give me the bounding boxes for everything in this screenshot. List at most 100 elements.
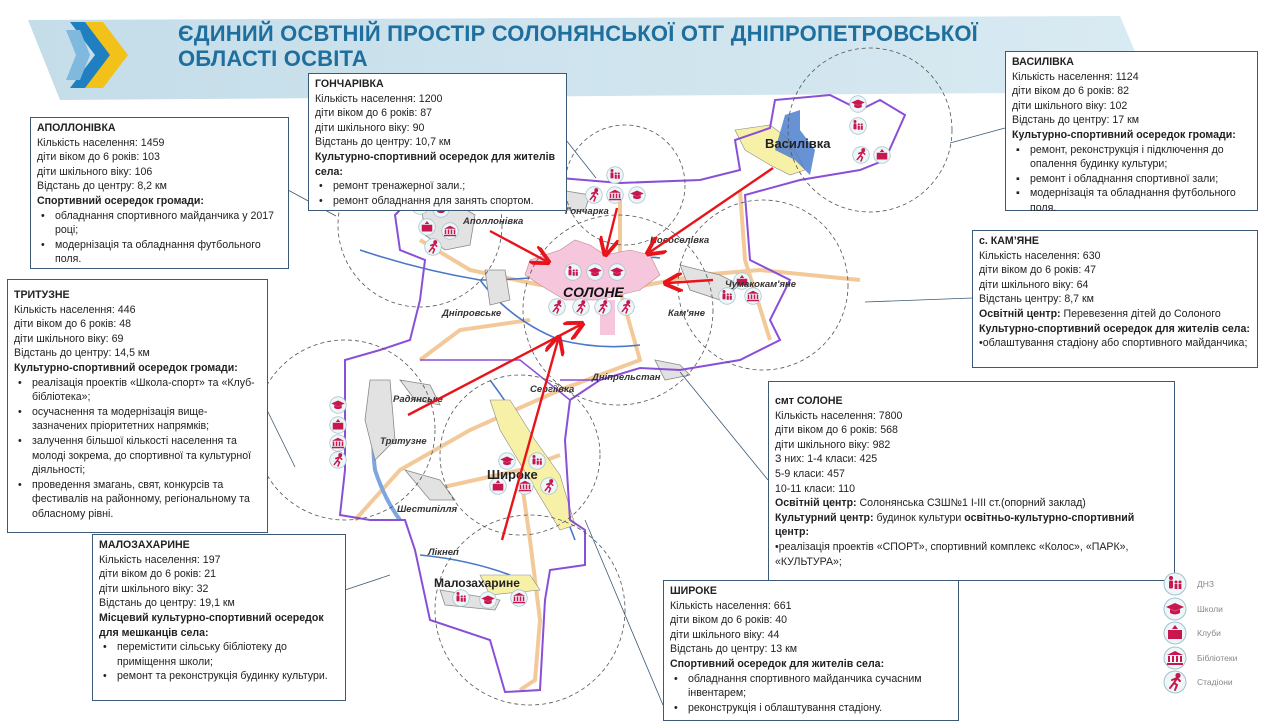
text: Відстань центру: 8,7 км <box>979 293 1094 306</box>
bold-label: смт СОЛОНЕ <box>775 395 843 407</box>
info-line: Кількість населення: 1124 <box>1012 70 1251 85</box>
kindergarten-icon <box>1163 572 1187 596</box>
text: 10-11 класи: 110 <box>775 482 856 495</box>
text: ремонт і обладнання спортивної зали; <box>1030 172 1219 185</box>
place-labels: Аполлонівка Гончарка Василівка Новоселів… <box>380 136 831 590</box>
bullet-item: осучаснення та модернізація вище-зазначе… <box>14 405 261 434</box>
settlement-areas <box>364 189 741 611</box>
bold-label: ТРИТУЗНЕ <box>14 289 70 301</box>
text: осучаснення та модернізація вище-зазначе… <box>32 405 210 433</box>
legend-label: Стадіони <box>1197 677 1233 688</box>
info-line: діти віком до 6 років: 40 <box>670 613 952 628</box>
info-line: діти віком до 6 років: 87 <box>315 106 560 121</box>
info-line: діти шкільного віку: 69 <box>14 332 261 347</box>
text: ремонт та реконструкція будинку культури… <box>117 670 328 683</box>
map-label-honcharka: Гончарка <box>565 206 609 217</box>
bold-label: МАЛОЗАХАРИНЕ <box>99 539 190 551</box>
bullet-item: обладнання спортивного майданчика у 2017… <box>37 209 282 238</box>
bullet-item: реконструкція і облаштування стадіону. <box>670 701 952 716</box>
info-line: Кількість населення: 1459 <box>37 136 282 151</box>
info-line: Відстань до центру: 19,1 км <box>99 596 339 611</box>
map-label-vasylivka: Василівка <box>765 136 831 151</box>
text: діти шкільного віку: 90 <box>315 121 425 134</box>
info-line: •облаштування стадіону або спортивного м… <box>979 336 1251 351</box>
logo-chevron-icon <box>66 22 128 88</box>
bold-label: Культурно-спортивний осередок для жителі… <box>315 150 556 178</box>
text: діти шкільного віку: 64 <box>979 278 1089 291</box>
text: ремонт обладнання для занять спортом. <box>333 194 534 207</box>
text: діти шкільного віку: 106 <box>37 165 153 178</box>
info-box-title: с. КАМ’ЯНЕ <box>979 234 1251 249</box>
bold-label: с. КАМ’ЯНЕ <box>979 235 1039 247</box>
bullet-item: ремонт, реконструкція і підключення до о… <box>1012 143 1251 172</box>
info-line: Культурно-спортивний осередок для жителі… <box>315 150 560 179</box>
text: Відстань до центру: 17 км <box>1012 114 1139 127</box>
bold-label: освітньо-культурно-спортивний центр: <box>775 511 1135 539</box>
map-label-novoselivka: Новоселівка <box>650 235 709 246</box>
info-line: діти віком до 6 років: 82 <box>1012 84 1251 99</box>
info-line: Кількість населення: 1200 <box>315 92 560 107</box>
info-box-title: ТРИТУЗНЕ <box>14 288 261 303</box>
info-box-title: смт СОЛОНЕ <box>775 394 1168 409</box>
map-label-shyroke: Широке <box>487 467 538 482</box>
bullet-item: залучення більшої кількості населення та… <box>14 434 261 478</box>
legend-label: Клуби <box>1197 628 1221 639</box>
info-line: •реалізація проектів «СПОРТ», спортивний… <box>775 540 1168 569</box>
text: діти шкільного віку: 982 <box>775 438 891 451</box>
text: •облаштування стадіону або спортивного м… <box>979 337 1248 350</box>
text: діти віком до 6 років: 103 <box>37 151 160 164</box>
bullet-item: ремонт обладнання для занять спортом. <box>315 194 560 209</box>
info-line: 5-9 класи: 457 <box>775 467 1168 482</box>
text: Кількість населення: 1200 <box>315 92 443 105</box>
legend-item-stadium: Стадіони <box>1163 670 1273 695</box>
bullet-item: модернізація та обладнання футбольного п… <box>1012 186 1251 215</box>
text: Кількість населення: 7800 <box>775 409 903 422</box>
legend-label: Бібліотеки <box>1197 652 1238 663</box>
bold-label: ВАСИЛІВКА <box>1012 56 1074 68</box>
text: діти віком до 6 років: 48 <box>14 318 132 331</box>
info-line: діти шкільного віку: 90 <box>315 121 560 136</box>
text: діти віком до 6 років: 40 <box>670 614 788 627</box>
map-label-dniprovske: Дніпровське <box>441 308 502 319</box>
info-line: Спортивний осередок громади: <box>37 194 282 209</box>
map-label-serhiivka: Сергіївка <box>530 384 574 395</box>
info-line: Освітній центр: Солонянська СЗШ№1 І-ІІІ … <box>775 496 1168 511</box>
bullet-item: проведення змагань, свят, конкурсів та ф… <box>14 478 261 522</box>
text: Перевезення дітей до Солоного <box>1060 307 1221 320</box>
info-line: Відстань до центру: 17 км <box>1012 113 1251 128</box>
info-line: Кількість населення: 7800 <box>775 409 1168 424</box>
info-box-title: ВАСИЛІВКА <box>1012 55 1251 70</box>
community-boundary <box>338 93 907 694</box>
text: діти віком до 6 років: 21 <box>99 568 217 581</box>
info-line: Кількість населення: 446 <box>14 303 261 318</box>
info-line: Культурний центр: будинок культури освіт… <box>775 511 1168 540</box>
info-line: діти віком до 6 років: 568 <box>775 423 1168 438</box>
bullet-item: ремонт і обладнання спортивної зали; <box>1012 172 1251 187</box>
map-label-dniprelstan: Дніпрельстан <box>591 372 661 383</box>
text: реконструкція і облаштування стадіону. <box>688 701 883 714</box>
bullet-item: реалізація проектів «Школа-спорт» та «Кл… <box>14 376 261 405</box>
text: ремонт тренажерної зали.; <box>333 180 466 193</box>
text: діти шкільного віку: 44 <box>670 628 780 641</box>
info-line: діти шкільного віку: 44 <box>670 628 952 643</box>
text: залучення більшої кількості населення та… <box>32 434 252 477</box>
info-line: діти шкільного віку: 64 <box>979 278 1251 293</box>
text: Кількість населення: 1459 <box>37 136 165 149</box>
text: Відстань до центру: 13 км <box>670 643 797 656</box>
info-box-title: МАЛОЗАХАРИНЕ <box>99 538 339 553</box>
bold-label: ШИРОКЕ <box>670 585 717 597</box>
text: Кількість населення: 1124 <box>1012 70 1139 83</box>
info-line: діти шкільного віку: 32 <box>99 582 339 597</box>
info-line: З них: 1-4 класи: 425 <box>775 452 1168 467</box>
info-line: Кількість населення: 661 <box>670 599 952 614</box>
info-line: Кількість населення: 197 <box>99 553 339 568</box>
bullet-item: ремонт та реконструкція будинку культури… <box>99 669 339 684</box>
info-line: діти віком до 6 років: 21 <box>99 567 339 582</box>
text: діти шкільного віку: 69 <box>14 332 124 345</box>
bullet-item: обладнання спортивного майданчика сучасн… <box>670 672 952 701</box>
info-line: Культурно-спортивний осередок громади: <box>1012 128 1251 143</box>
bold-label: Спортивний осередок для жителів села: <box>670 657 885 670</box>
